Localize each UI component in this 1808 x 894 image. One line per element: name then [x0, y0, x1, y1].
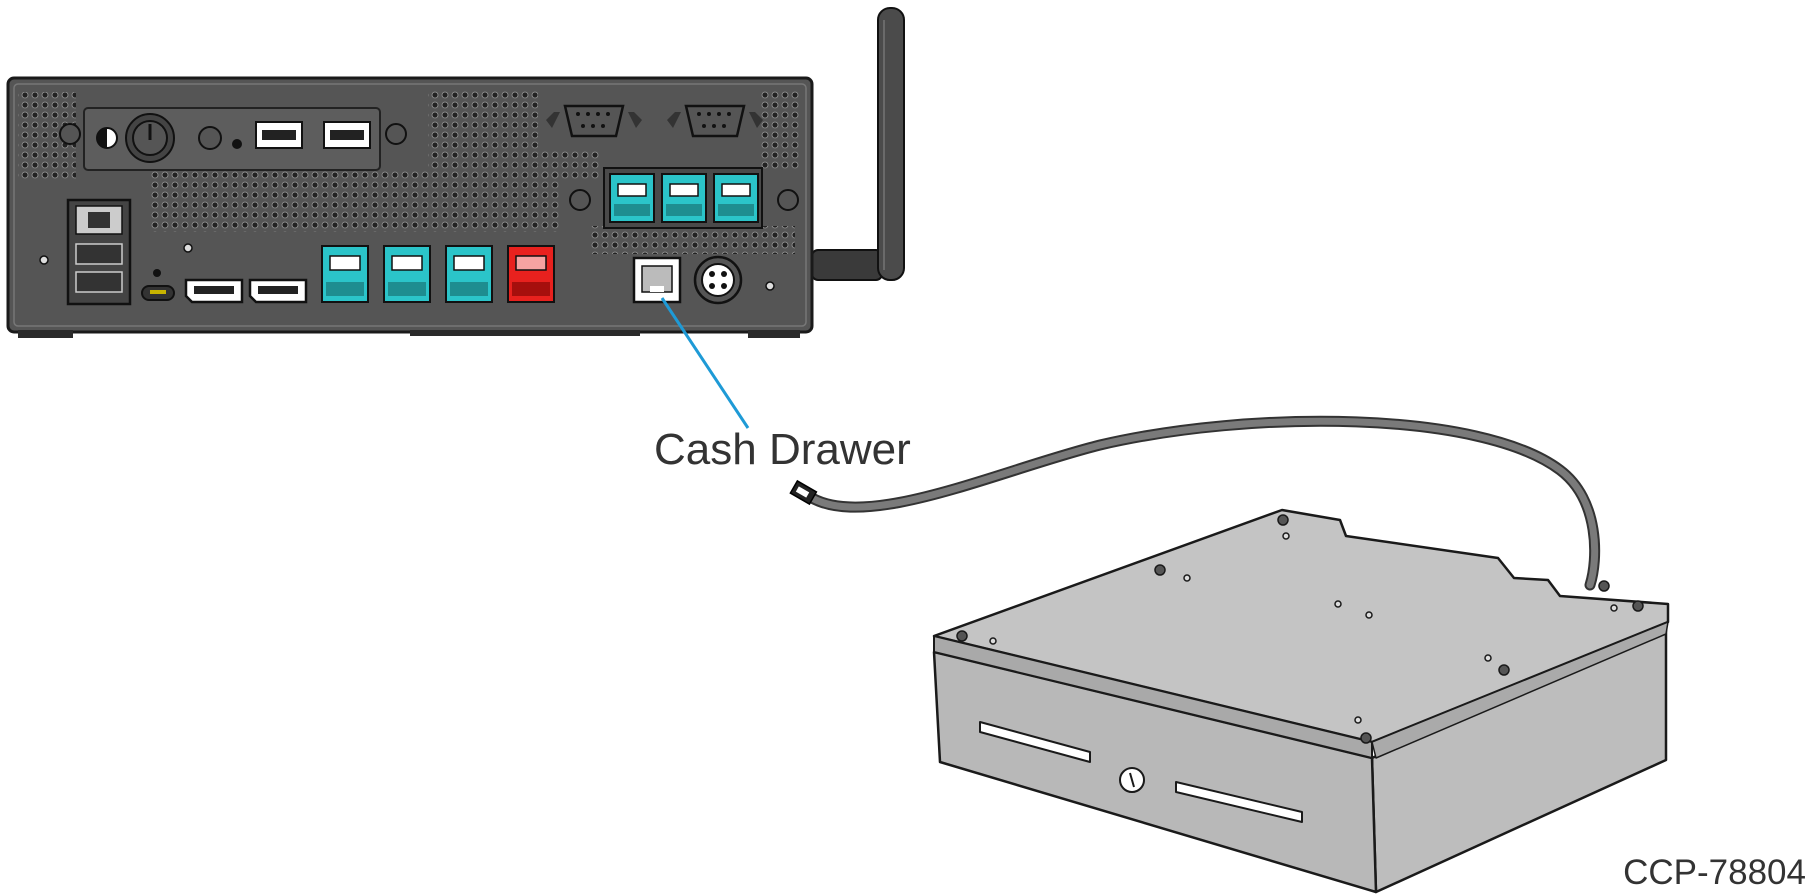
displayport: [248, 278, 308, 304]
displayport: [184, 278, 244, 304]
mounting-screws: [59, 123, 799, 211]
usb-a-port: [323, 121, 371, 149]
power-input-connector: [693, 255, 743, 305]
pos-terminal: [6, 7, 905, 338]
drawer-screws: [956, 514, 1644, 744]
drawer-lock-icon: [1119, 767, 1145, 793]
callout-leader-line: [660, 297, 750, 429]
vent-grille: [18, 90, 800, 254]
usb-a-port: [255, 121, 303, 149]
powered-usb-port: [713, 173, 759, 223]
cash-drawer-cable: [789, 415, 1601, 591]
powered-usb-port: [445, 245, 493, 303]
powered-usb-port: [321, 245, 369, 303]
status-led: [96, 127, 118, 149]
powered-usb-port: [661, 173, 707, 223]
cash-drawer: [932, 508, 1670, 894]
rj12-plug: [789, 479, 818, 506]
usb-c-port: [141, 285, 175, 301]
screw-icon: [198, 126, 222, 150]
serial-port: [667, 104, 763, 138]
note-slot: [1175, 781, 1303, 823]
serial-port: [546, 104, 642, 138]
power-button: [125, 113, 175, 163]
cash-drawer-port: [632, 256, 682, 304]
wifi-antenna: [811, 7, 905, 281]
powered-usb-port: [609, 173, 655, 223]
powered-usb-power-port: [507, 245, 555, 303]
powered-usb-port: [383, 245, 431, 303]
ethernet-usb-stack: [66, 198, 132, 306]
figure-id: CCP-78804: [1623, 853, 1806, 892]
cash-drawer-label: Cash Drawer: [654, 425, 911, 474]
note-slot: [979, 721, 1091, 763]
